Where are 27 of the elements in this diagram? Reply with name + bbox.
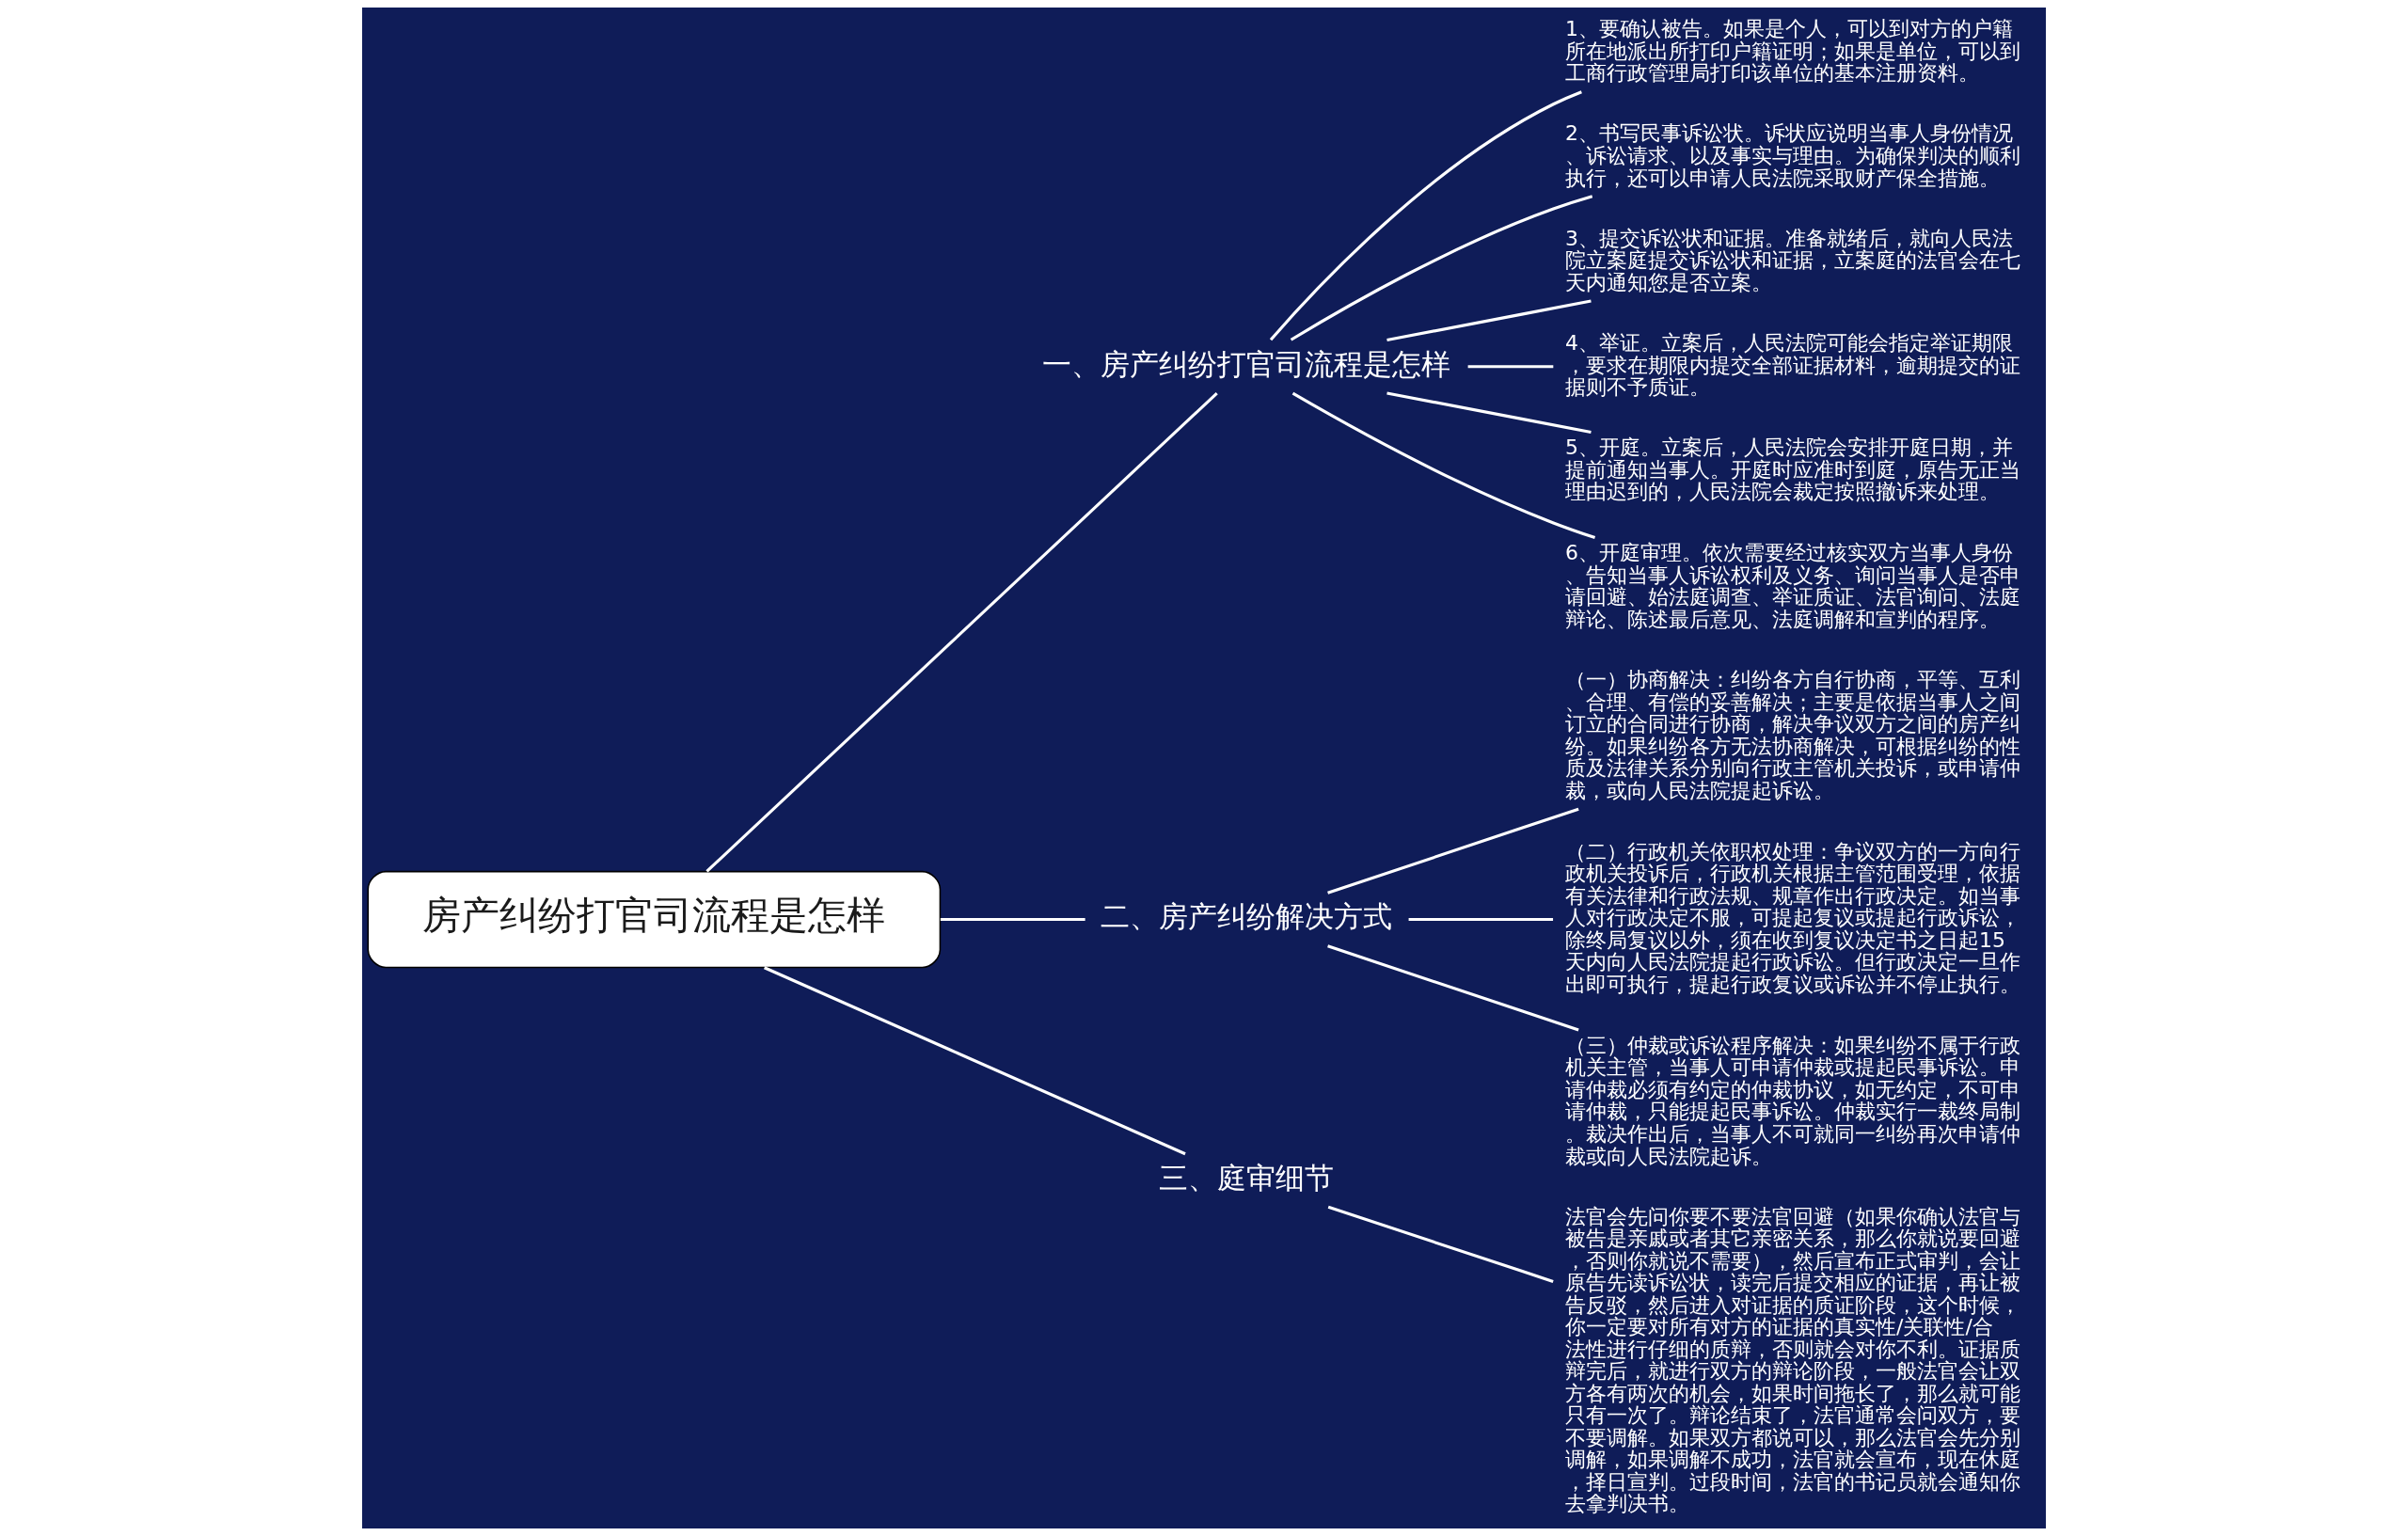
connector [1408,918,1554,922]
connector [1291,391,1596,540]
node-text: 6、开庭审理。依次需要经过核实双方当事人身份、告知当事人诉讼权利及义务、询问当事人是否申请回避、始法庭调查、举证质证、法官询问、法庭辩论、陈述最后意见、法庭调解和宣判的程序。 [1565,541,2021,631]
connector [1467,365,1554,369]
connector [1327,1205,1554,1283]
node-text: 1、要确认被告。如果是个人，可以到对方的户籍所在地派出所打印户籍证明；如果是单位，可以到工商行政管理局打印该单位的基本注册资料。 [1565,17,2021,86]
node-box: 房产纠纷打官司流程是怎样 [367,870,942,969]
connector [705,391,1218,873]
connector [764,966,1186,1156]
node-text: （一）协商解决：纠纷各方自行协商，平等、互利、合理、有偿的妥善解决；主要是依据当事人之间订立的合同进行协商，解决争议双方之间的房产纠纷。如果纠纷各方无法协商解决，可根据纠纷的性质及法律关系分别向行政主管机关投诉，或申请仲裁，或向人民法院提起诉讼。 [1565,668,2021,802]
node-text: 2、书写民事诉讼状。诉状应说明当事人身份情况、诉讼请求、以及事实与理由。为确保判决的顺利执行，还可以申请人民法院采取财产保全措施。 [1565,121,2021,190]
connector [1269,90,1582,341]
node-text: 二、房产纠纷解决方式 [1101,899,1393,934]
node-text: （二）行政机关依职权处理：争议双方的一方向行政机关投诉后，行政机关根据主管范围受理，依据有关法律和行政法规、规章作出行政决定。如当事人对行政决定不服，可提起复议或提起行政诉讼，除终局复议以外，须在收到复议决定书之日起15天内向人民法院提起行政诉讼。但行政决定一旦作出即可执行，提起行政复议或诉讼并不停止执行。 [1565,839,2021,996]
connector [1327,807,1579,895]
node-text: 三、庭审细节 [1159,1160,1335,1195]
connector [940,918,1085,922]
node-text: 4、举证。立案后，人民法院可能会指定举证期限，要求在期限内提交全部证据材料，逾期提交的证据则不予质证。 [1565,331,2021,400]
node-text: 法官会先问你要不要法官回避（如果你确认法官与被告是亲戚或者其它亲密关系，那么你就说要回避，否则你就说不需要），然后宣布正式审判，会让原告先读诉讼状，读完后提交相应的证据，再让被告反驳，然后进入对证据的质证阶段，这个时候，你一定要对所有对方的证据的真实性/关联性/合法性进行仔细的质辩，否则就会对你不利。证据质辩完后，就进行双方的辩论阶段，一般法官会让双方各有两次的机会，如果时间拖长了，那么就可能只有一次了。辩论结束了，法官通常会问双方，要不要调解。如果双方都说可以，那么法官会先分别调解，如果调解不成功，法官就会宣布，现在休庭，择日宣判。过段时间，法官的书记员就会通知你去拿判决书。 [1565,1204,2021,1516]
node-text: （三）仲裁或诉讼程序解决：如果纠纷不属于行政机关主管，当事人可申请仲裁或提起民事诉讼。申请仲裁必须有约定的仲裁协议，如无约定，不可申请仲裁，只能提起民事诉讼。仲裁实行一裁终局制。裁决作出后，当事人不可就同一纠纷再次申请仲裁或向人民法院起诉。 [1565,1033,2021,1168]
connector [1386,391,1592,435]
node-text: 一、房产纠纷打官司流程是怎样 [1042,346,1451,381]
connector [1327,944,1579,1032]
node-text: 5、开庭。立案后，人民法院会安排开庭日期，并提前通知当事人。开庭时应准时到庭，原告无正当理由迟到的，人民法院会裁定按照撤诉来处理。 [1565,435,2021,504]
connector [1290,195,1593,341]
node-text: 3、提交诉讼状和证据。准备就绪后，就向人民法院立案庭提交诉讼状和证据，立案庭的法官会在七天内通知您是否立案。 [1565,226,2021,294]
connector [1386,299,1592,342]
